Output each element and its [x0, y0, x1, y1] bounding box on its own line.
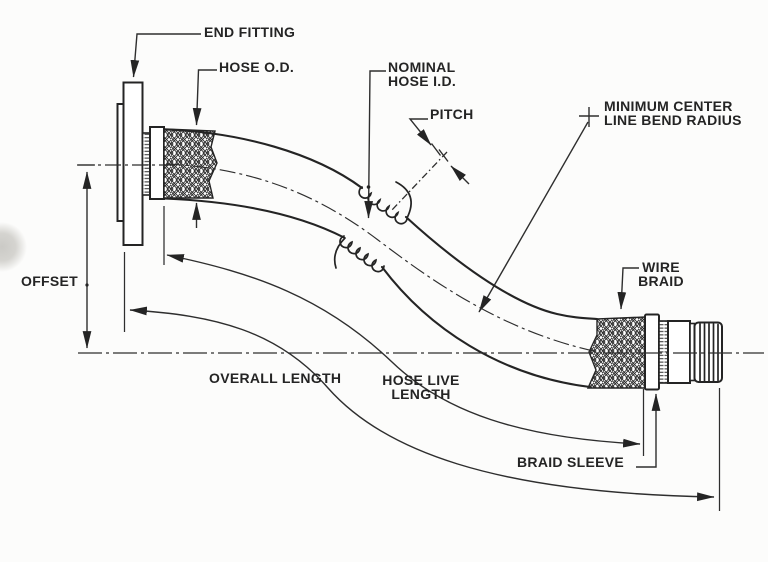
hose-od-leader-top — [192, 69, 217, 126]
hose-bottom-edge-left — [162, 197, 346, 239]
pitch-tick-marks — [430, 143, 449, 162]
left-collar — [149, 126, 165, 200]
label-hose-live-length: HOSE LIVE LENGTH — [375, 372, 467, 402]
hose-bottom-edge-right — [380, 265, 592, 389]
corrugation-coil-upper — [358, 186, 408, 225]
hose-centerline — [165, 163, 599, 353]
label-wire-braid-line1: WIRE — [642, 259, 680, 275]
label-hose-live-length-line1: HOSE LIVE — [382, 372, 460, 388]
dimension-curves — [129, 254, 715, 502]
label-hose-od: HOSE O.D. — [219, 59, 295, 75]
leader-lines — [130, 33, 661, 468]
label-min-bend-radius: MINIMUM CENTER LINE BEND RADIUS — [604, 98, 742, 128]
label-braid-sleeve: BRAID SLEEVE — [517, 454, 625, 470]
extension-lines — [123, 206, 721, 511]
wire-braid-leader — [617, 267, 639, 310]
overall-length-dimension-curve — [129, 306, 715, 502]
label-min-bend-radius-line1: MINIMUM CENTER — [604, 98, 733, 114]
offset-line-dot — [85, 283, 89, 287]
fitting-body — [667, 320, 691, 384]
label-nominal-hose-id-line1: NOMINAL — [388, 59, 456, 75]
pitch-arrow-lower — [450, 165, 470, 185]
label-hose-od-text: HOSE O.D. — [219, 59, 295, 75]
pitch-arrow-upper — [408, 118, 432, 146]
label-min-bend-radius-line2: LINE BEND RADIUS — [604, 111, 742, 128]
left-wire-braid-texture — [163, 128, 218, 199]
centerlines — [78, 163, 764, 354]
nominal-hose-id-leader — [364, 70, 386, 219]
pitch-dimension — [390, 118, 470, 212]
left-end-fitting — [116, 81, 218, 246]
corrugation-coil-lower — [339, 235, 385, 273]
label-braid-sleeve-text: BRAID SLEEVE — [517, 454, 625, 470]
label-nominal-hose-id-line2: HOSE I.D. — [388, 72, 457, 89]
label-end-fitting-text: END FITTING — [204, 24, 296, 40]
label-wire-braid: WIRE BRAID — [629, 259, 693, 289]
label-overall-length-text: OVERALL LENGTH — [209, 370, 342, 386]
right-end-fitting — [586, 313, 723, 391]
bend-radius-leader — [478, 121, 589, 313]
label-offset-text: OFFSET — [21, 273, 79, 289]
label-hose-live-length-line2: LENGTH — [391, 385, 451, 402]
pitch-axis-centerline — [390, 151, 448, 212]
bend-radius-center-cross — [579, 107, 599, 127]
label-offset: OFFSET — [21, 273, 79, 289]
label-nominal-hose-id: NOMINAL HOSE I.D. — [388, 59, 457, 89]
braid-sleeve-leader — [636, 393, 661, 468]
label-overall-length: OVERALL LENGTH — [209, 370, 342, 386]
flange-plate — [122, 81, 144, 246]
label-pitch-text: PITCH — [430, 106, 474, 122]
corrugation-end-arc-right — [395, 181, 412, 219]
scan-artifact-blob — [0, 222, 27, 272]
label-pitch: PITCH — [430, 106, 474, 122]
label-end-fitting: END FITTING — [204, 24, 296, 40]
offset-dimension — [77, 164, 95, 349]
hose-live-length-dimension-curve — [166, 254, 641, 448]
hose-top-edge-right — [404, 215, 599, 321]
hose-body — [162, 128, 599, 389]
left-knurled-ring — [141, 132, 151, 196]
leader-junction-dot — [366, 185, 371, 189]
corrugation-end-arc-left — [333, 237, 346, 269]
end-fitting-leader — [130, 33, 201, 78]
label-wire-braid-line2: BRAID — [638, 272, 684, 289]
braid-sleeve-collar — [644, 313, 660, 391]
right-knurled-ring — [658, 320, 669, 384]
hose-top-edge-left — [162, 128, 364, 190]
